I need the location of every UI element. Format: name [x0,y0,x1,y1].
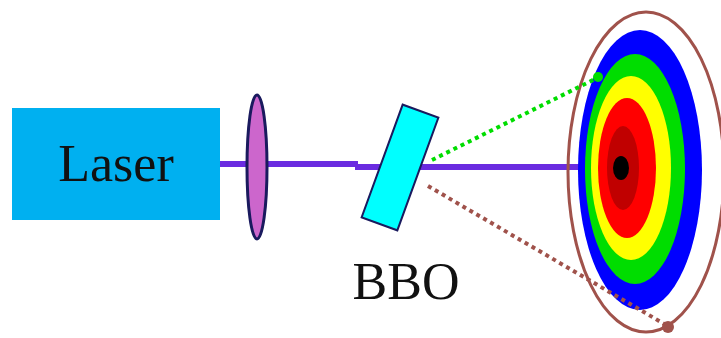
ring-yellow [591,76,671,260]
ring-green [585,54,685,284]
photon-dot-brown [662,321,674,333]
bbo-crystal: BBO [358,95,442,240]
ring-darkred [607,126,639,210]
beam-spot [613,156,629,180]
ring-red [598,98,656,238]
ring-blue [578,30,702,310]
laser-box: Laser [12,108,220,220]
photon-dot-green [593,72,603,82]
crystal-label: BBO [353,256,460,308]
photon-path-brown [428,186,666,325]
crystal-shape [358,95,442,240]
laser-label: Laser [58,138,173,190]
laser-beam [220,161,358,167]
photon-path-green [432,78,597,160]
outer-ring [568,12,721,332]
lens [247,95,267,239]
crystal-body [362,105,439,231]
